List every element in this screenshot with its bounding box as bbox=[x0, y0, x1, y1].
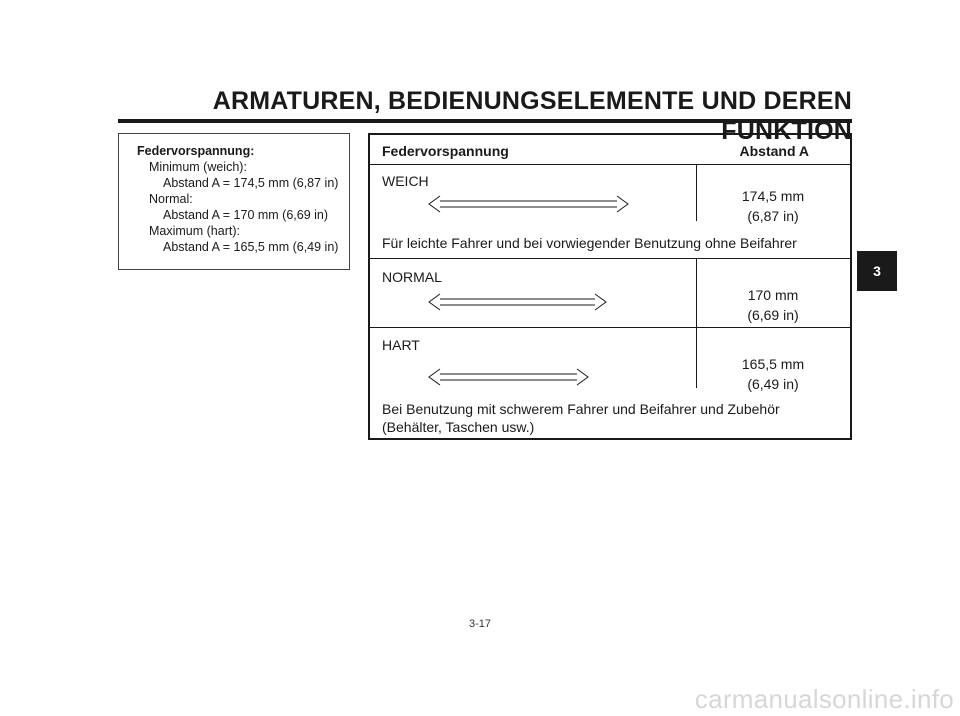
double-arrow-icon bbox=[428, 368, 589, 386]
row-weich-note: Für leichte Fahrer und bei vorwiegender … bbox=[382, 235, 797, 251]
row-hart-in: (6,49 in) bbox=[747, 376, 799, 392]
preload-table: Federvorspannung Abstand A WEICH 174,5 m… bbox=[368, 133, 852, 440]
row-hart-note-1: Bei Benutzung mit schwerem Fahrer und Be… bbox=[382, 401, 780, 417]
spec-heading: Federvorspannung: bbox=[137, 144, 255, 158]
spec-normal-label: Normal: bbox=[149, 192, 193, 206]
spec-max-label: Maximum (hart): bbox=[149, 224, 240, 238]
spec-min-label: Minimum (weich): bbox=[149, 160, 247, 174]
row-normal-label: NORMAL bbox=[382, 269, 442, 285]
spec-max-value: Abstand A = 165,5 mm (6,49 in) bbox=[163, 240, 339, 254]
double-arrow-icon bbox=[428, 195, 629, 213]
chapter-tab: 3 bbox=[857, 251, 897, 291]
title-underline bbox=[118, 119, 852, 123]
header-distance: Abstand A bbox=[739, 143, 809, 159]
watermark: carmanualsonline.info bbox=[694, 684, 954, 714]
double-arrow-icon bbox=[428, 293, 607, 311]
row-weich-label: WEICH bbox=[382, 173, 429, 189]
spec-min-value: Abstand A = 174,5 mm (6,87 in) bbox=[163, 176, 339, 190]
row-normal-mm: 170 mm bbox=[747, 287, 799, 303]
spec-normal-value: Abstand A = 170 mm (6,69 in) bbox=[163, 208, 329, 222]
row-hart-label: HART bbox=[382, 337, 420, 353]
row-weich-mm: 174,5 mm bbox=[741, 188, 805, 204]
row-normal-in: (6,69 in) bbox=[747, 307, 799, 323]
column-divider bbox=[696, 259, 697, 327]
row-weich-in: (6,87 in) bbox=[747, 208, 799, 224]
row-separator bbox=[370, 258, 850, 259]
table-header: Federvorspannung Abstand A bbox=[370, 135, 850, 165]
spec-box: Federvorspannung: Minimum (weich): Absta… bbox=[118, 133, 350, 270]
row-hart-mm: 165,5 mm bbox=[741, 356, 805, 372]
row-hart-note-2: (Behälter, Taschen usw.) bbox=[382, 419, 535, 435]
row-separator bbox=[370, 327, 850, 328]
page-number: 3-17 bbox=[468, 618, 492, 630]
column-divider bbox=[696, 164, 697, 221]
column-divider bbox=[696, 328, 697, 388]
header-preload: Federvorspannung bbox=[382, 143, 509, 159]
